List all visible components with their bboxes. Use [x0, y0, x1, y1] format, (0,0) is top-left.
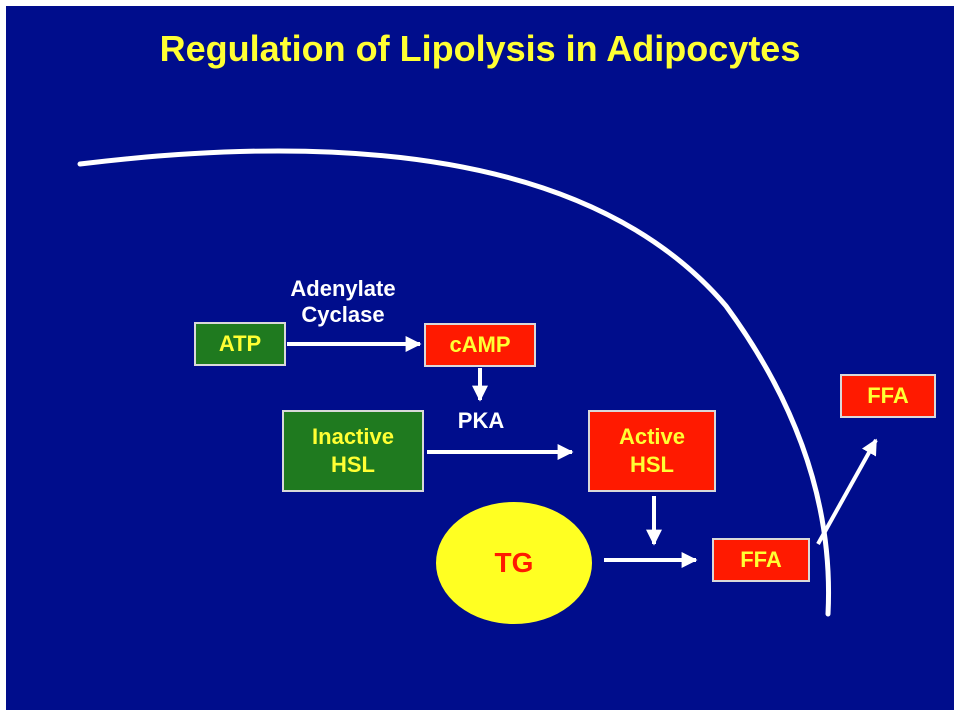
diagram-canvas	[77, 148, 878, 617]
pka-label: PKA	[457, 408, 505, 433]
camp-box: cAMP	[424, 323, 536, 367]
ffa-outside-box: FFA	[840, 374, 936, 418]
adenylate-cyclase-label: Adenylate Cyclase	[290, 276, 396, 327]
slide-background: Regulation of Lipolysis in Adipocytes Ad…	[6, 6, 954, 710]
ffa-inside-box: FFA	[712, 538, 810, 582]
arrow-ffa-out	[816, 438, 878, 545]
inactive-hsl-box: Inactive HSL	[282, 410, 424, 492]
atp-box: ATP	[194, 322, 286, 366]
cell-membrane-curve	[77, 148, 832, 617]
tg-ellipse: TG	[436, 502, 592, 624]
active-hsl-box: Active HSL	[588, 410, 716, 492]
slide-title: Regulation of Lipolysis in Adipocytes	[159, 28, 801, 69]
